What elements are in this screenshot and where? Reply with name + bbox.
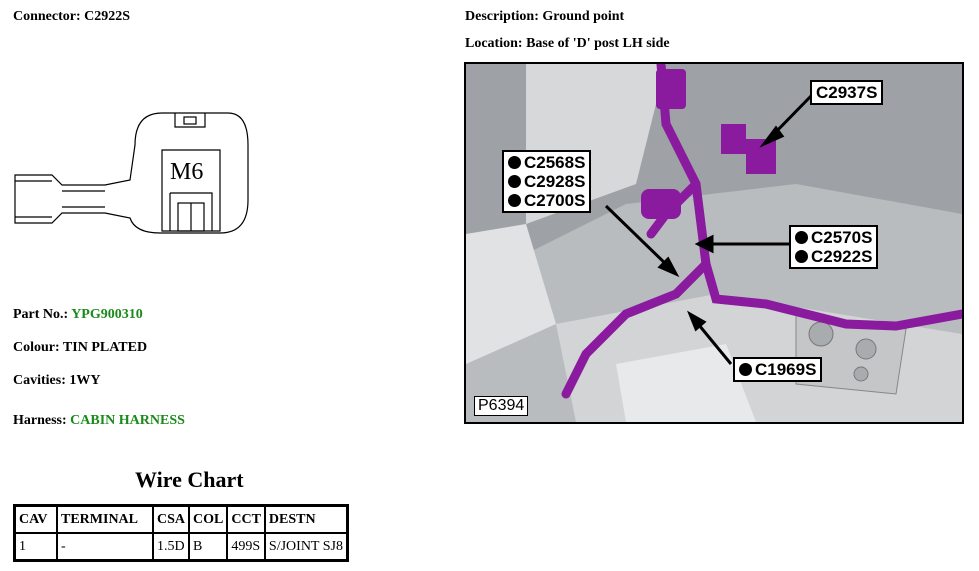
column-header-destn: DESTN: [263, 504, 349, 534]
callout-row: C2568S: [508, 153, 585, 172]
column-header-terminal: TERMINAL: [56, 504, 154, 534]
callout-group-left: C2568S C2928S C2700S: [502, 150, 592, 213]
part-number-line: Part No.: YPG900310: [13, 307, 143, 323]
bullet-icon: [508, 194, 521, 207]
part-number-label: Part No.:: [13, 307, 69, 322]
callout-group-right: C2570S C2922S: [789, 225, 879, 269]
callout-row: C2570S: [795, 228, 872, 247]
callout-label: C2928S: [524, 172, 586, 191]
callout-label: C2570S: [811, 228, 873, 247]
part-number-value[interactable]: YPG900310: [71, 307, 143, 322]
callout-label: C2568S: [524, 153, 586, 172]
description-label: Description:: [465, 9, 539, 24]
callout-label: C2922S: [811, 247, 873, 266]
callout-label: C2700S: [524, 191, 586, 210]
location-photo: C2937S C2568S C2928S C2700S C2570S C2922…: [464, 62, 964, 424]
column-header-col: COL: [188, 504, 229, 534]
cell-cav: 1: [13, 532, 58, 562]
cell-terminal: -: [56, 532, 154, 562]
connector-value: C2922S: [84, 9, 131, 24]
cavities-line: Cavities: 1WY: [13, 373, 101, 389]
callout-row: C2700S: [508, 191, 585, 210]
cell-csa: 1.5D: [151, 532, 191, 562]
cavities-label: Cavities:: [13, 373, 66, 388]
location-value: Base of 'D' post LH side: [526, 36, 670, 51]
connector-label: Connector:: [13, 9, 81, 24]
column-header-cct: CCT: [226, 504, 266, 534]
colour-line: Colour: TIN PLATED: [13, 340, 147, 356]
cavities-value: 1WY: [69, 373, 101, 388]
connector-line: Connector: C2922S: [13, 9, 130, 25]
callout-label: C2937S: [816, 83, 878, 102]
harness-label: Harness:: [13, 413, 67, 428]
callout-label: C1969S: [755, 360, 817, 379]
connector-drawing: M6: [10, 105, 260, 245]
callout-row: C2922S: [795, 247, 872, 266]
cell-destn: S/JOINT SJ8: [263, 532, 349, 562]
stud-size-label: M6: [170, 159, 204, 185]
wire-chart-table: CAV TERMINAL CSA COL CCT DESTN 1 - 1.5D …: [13, 504, 349, 562]
harness-value[interactable]: CABIN HARNESS: [70, 413, 185, 428]
cell-cct: 499S: [226, 532, 266, 562]
location-line: Location: Base of 'D' post LH side: [465, 36, 670, 52]
column-header-csa: CSA: [151, 504, 191, 534]
colour-label: Colour:: [13, 340, 60, 355]
callout-row: C2928S: [508, 172, 585, 191]
location-label: Location:: [465, 36, 523, 51]
description-value: Ground point: [542, 9, 625, 24]
table-header-row: CAV TERMINAL CSA COL CCT DESTN: [13, 504, 349, 534]
callout-c1969s: C1969S: [733, 357, 823, 382]
colour-value: TIN PLATED: [62, 340, 148, 355]
vehicle-body-illustration: [466, 64, 962, 422]
description-line: Description: Ground point: [465, 9, 624, 25]
photo-reference: P6394: [474, 396, 529, 416]
bullet-icon: [508, 156, 521, 169]
bullet-icon: [795, 231, 808, 244]
bullet-icon: [508, 175, 521, 188]
wire-chart-title: Wire Chart: [135, 467, 244, 492]
callout-row: C1969S: [739, 360, 816, 379]
harness-line: Harness: CABIN HARNESS: [13, 413, 185, 429]
bullet-icon: [795, 250, 808, 263]
callout-c2937s: C2937S: [810, 80, 884, 105]
column-header-cav: CAV: [13, 504, 58, 534]
cell-col: B: [188, 532, 229, 562]
table-row: 1 - 1.5D B 499S S/JOINT SJ8: [13, 532, 349, 562]
bullet-icon: [739, 363, 752, 376]
